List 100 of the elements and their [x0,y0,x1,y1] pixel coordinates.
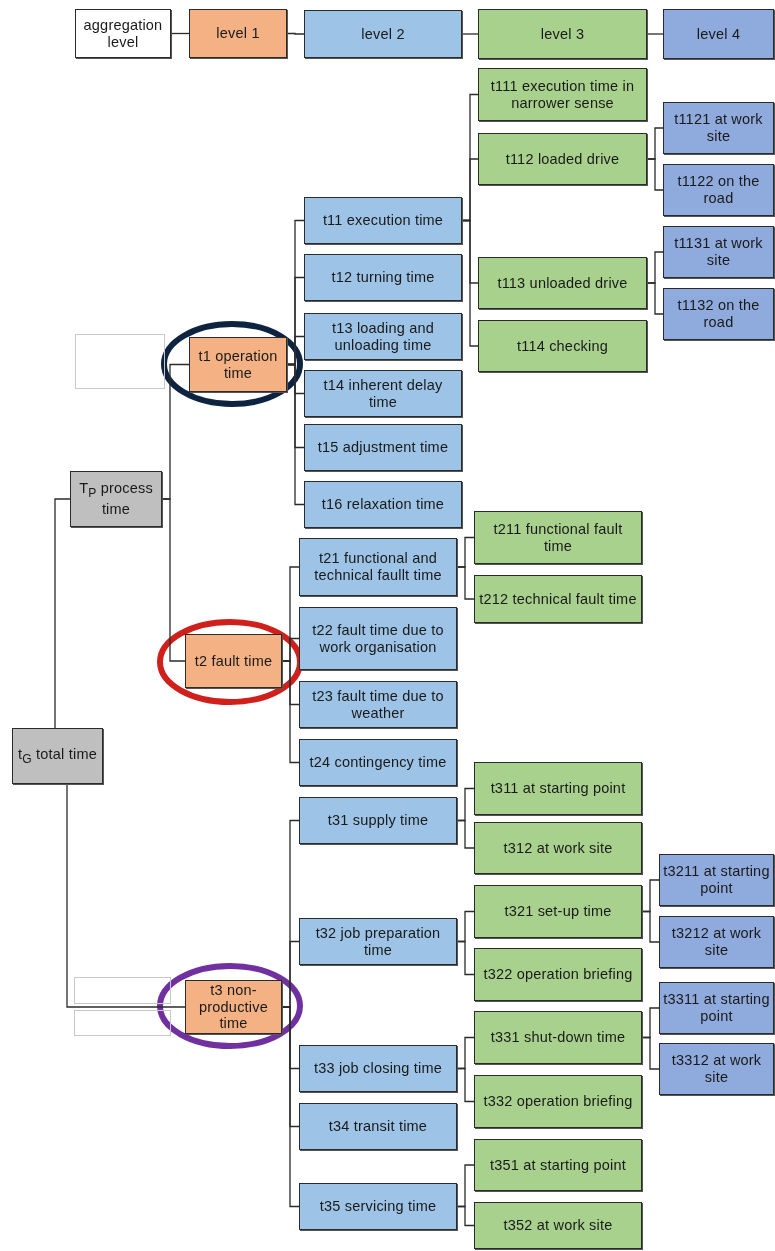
box-label: t23 fault time due to weather [311,687,445,722]
time-category-box [474,1202,642,1249]
box-label: level 3 [540,25,585,43]
box-label: t3 non-productive time [198,982,269,1032]
time-category-box [189,337,287,392]
time-category-box [659,854,774,906]
box-label: t1121 at work site [673,111,764,145]
box-label: t35 servicing time [319,1198,437,1215]
box-label: t$_{G}$ total time [18,745,97,767]
box-label: t13 loading and unloading time [330,319,436,354]
time-category-box [304,370,462,417]
box-label: t22 fault time due to work organisation [311,621,445,656]
time-category-box [663,226,774,278]
connector-line [641,910,660,943]
time-category-box [299,918,457,965]
connector-line [456,1205,475,1227]
time-category-box [299,538,457,596]
time-category-box [474,1011,642,1064]
box-label: t3211 at starting point [663,863,770,897]
box-label: t1132 on the road [676,297,761,331]
box-label: t3212 at work site [670,925,763,959]
box-label: t212 technical fault time [479,590,637,608]
time-category-box [478,68,647,121]
time-category-box [304,197,462,244]
box-label: t12 turning time [331,269,435,286]
box-label: t1131 at work site [673,235,764,269]
connector-line [456,819,475,849]
box-label: t351 at starting point [490,1156,626,1174]
time-category-box [474,511,642,564]
box-label: t34 transit time [328,1118,428,1135]
box-label: t112 loaded drive [505,150,620,168]
time-category-box [474,1075,642,1128]
time-category-box [474,885,642,938]
time-category-box [474,948,642,1001]
time-category-box [478,133,647,185]
box-label: t2 fault time [194,652,273,670]
box-label: t33 job closing time [313,1060,443,1077]
time-category-box [185,634,282,688]
connector-line [646,282,664,315]
time-category-box [299,681,457,728]
connector-line [461,33,479,35]
box-label: t3312 at work site [670,1052,763,1086]
level-header-box [189,9,287,58]
level-header-box [75,9,171,58]
time-category-box [304,424,462,471]
time-category-box [659,982,774,1034]
box-label: T$_{P}$ process time [78,480,154,518]
connector-line [456,940,475,976]
time-category-box [478,320,647,372]
box-label: t16 relaxation time [321,496,445,513]
time-category-box [304,254,462,301]
box-label: t352 at work site [503,1217,613,1234]
box-label: level 1 [216,25,260,42]
connector-line [54,498,71,729]
time-category-box [299,739,457,786]
time-category-box [659,1043,774,1095]
connector-line [456,566,475,600]
box-label: aggregation level [82,16,164,51]
connector-line [646,33,664,35]
box-label: t312 at work site [503,839,613,857]
box-label: level 4 [696,25,741,43]
time-category-box [12,728,103,784]
box-label: t3311 at starting point [663,991,770,1025]
time-category-box [663,102,774,154]
connector-line [461,219,479,347]
time-category-box [474,822,642,874]
box-label: t211 functional fault time [492,520,624,555]
connector-line [66,783,186,1008]
time-category-box [70,471,162,527]
level-header-box [663,9,774,59]
empty-box [74,1010,171,1036]
connector-line [286,32,305,35]
connector-line [286,363,305,506]
box-label: t331 shut-down time [490,1029,626,1046]
empty-box [75,334,165,389]
time-category-box [304,481,462,528]
time-category-box [299,1103,457,1150]
box-label: t311 at starting point [490,780,626,797]
box-label: t21 functional and technical faullt time [313,550,443,584]
box-label: t114 checking [517,337,608,355]
box-label: t113 unloaded drive [497,274,628,292]
box-label: t1 operation time [197,347,279,382]
level-header-box [304,10,462,58]
box-label: t332 operation briefing [483,1093,633,1110]
time-category-box [299,1045,457,1092]
box-label: level 2 [361,25,405,43]
box-label: t24 contingency time [309,754,447,771]
empty-box [74,977,171,1004]
connector-line [456,1067,475,1103]
box-label: t11 execution time [322,212,444,229]
time-category-box [299,607,457,670]
time-category-box [474,1139,642,1191]
level-header-box [478,9,647,59]
time-category-box [299,797,457,844]
time-category-box [185,980,282,1034]
box-label: t321 set-up time [504,903,612,920]
time-category-box [304,313,462,360]
time-category-box [659,916,774,968]
connector-line [646,158,664,191]
connector-line [641,1036,660,1070]
